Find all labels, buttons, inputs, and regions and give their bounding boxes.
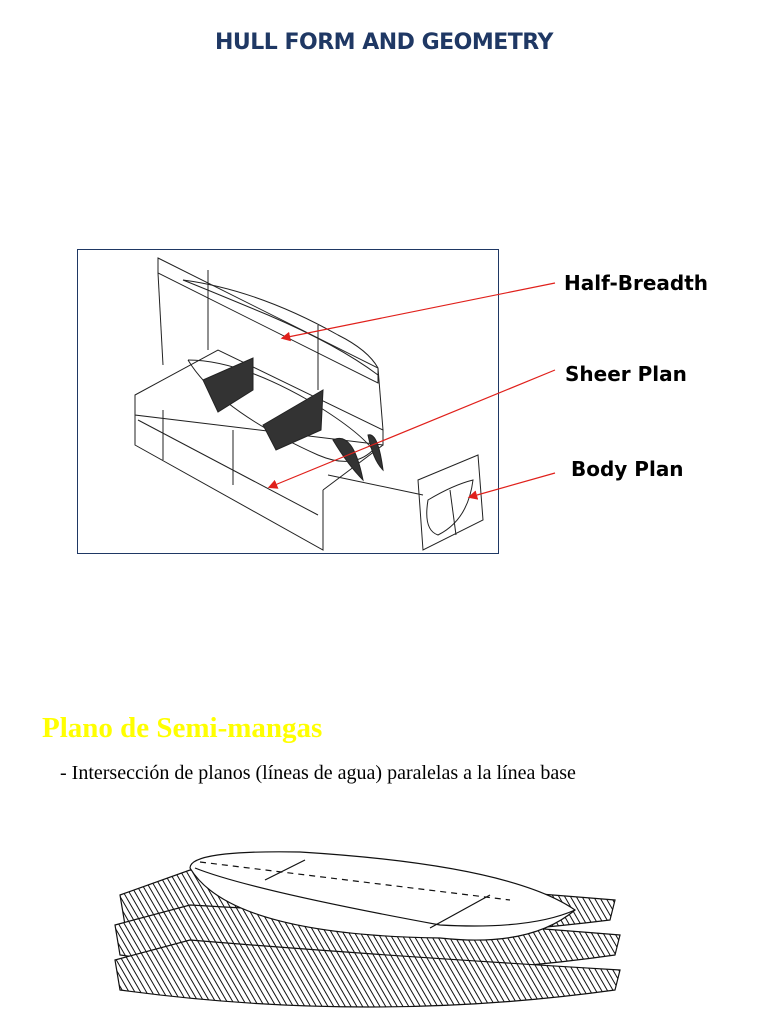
hull-isometric-drawing [134,257,484,551]
half-breadth-label: Half-Breadth [564,271,709,295]
waterline-planes-figure [114,851,621,1008]
section-bullet: - Intersección de planos (líneas de agua… [60,762,576,784]
hull-lines-figure [77,249,499,554]
sheer-plan-label: Sheer Plan [565,362,687,386]
section-heading: Plano de Semi-mangas [42,712,323,744]
slide-title: HULL FORM AND GEOMETRY [215,30,553,55]
body-plan-label: Body Plan [571,457,684,481]
